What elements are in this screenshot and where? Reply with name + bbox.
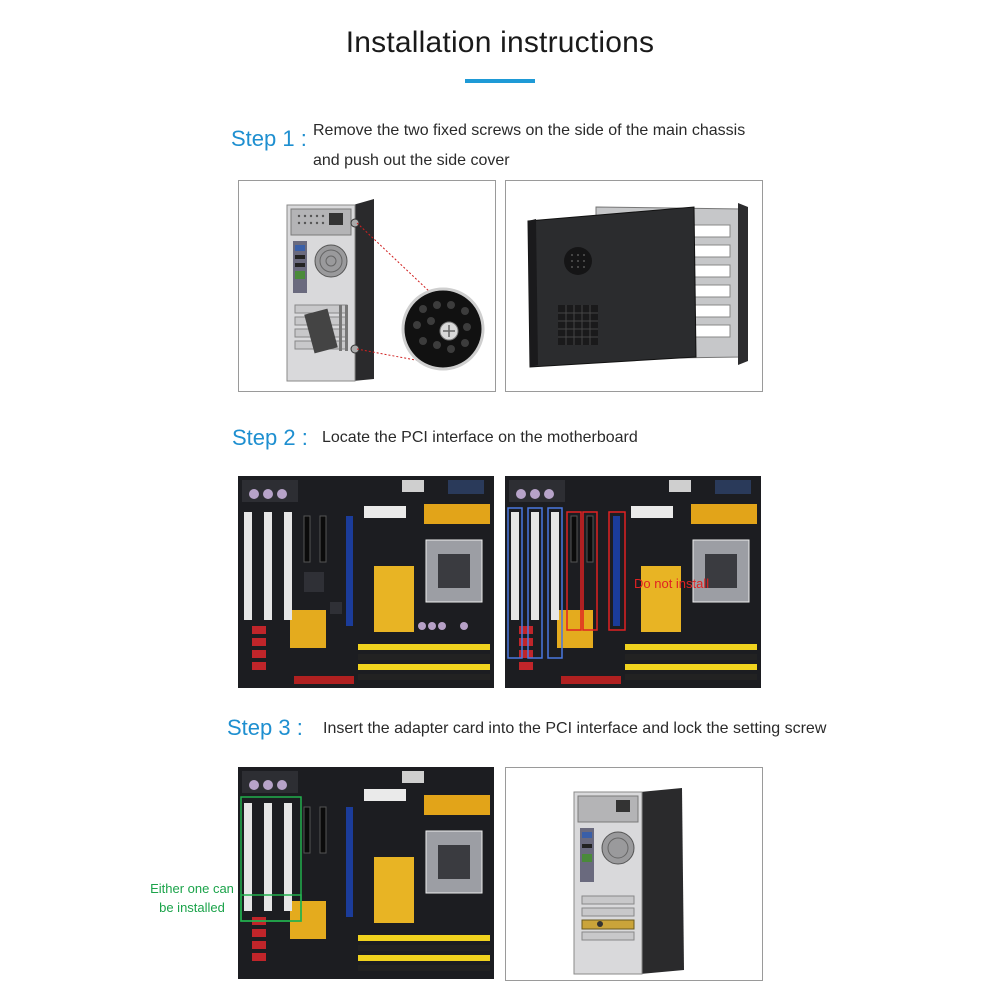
step-2-image-motherboard-marked (505, 476, 761, 688)
step-1-text-line-2: and push out the side cover (313, 152, 510, 169)
page-title: Installation instructions (345, 26, 655, 59)
step-1-text-line-1: Remove the two fixed screws on the side … (313, 122, 746, 139)
step-3-label: Step 3 : (227, 715, 303, 740)
title-underline (465, 79, 535, 83)
step-1-image-chassis-rear (238, 180, 496, 392)
either-one-annotation-line-2: be installed (159, 900, 225, 915)
step-1-label: Step 1 : (231, 126, 307, 151)
either-one-annotation: Either one can be installed (146, 879, 238, 917)
step-3-image-motherboard-adapter (238, 767, 494, 979)
step-1-image-side-cover-removed (505, 180, 763, 392)
step-3-image-chassis-with-card (505, 767, 763, 981)
step-2-label: Step 2 : (232, 425, 308, 450)
step-2-text-line-1: Locate the PCI interface on the motherbo… (322, 429, 638, 446)
do-not-install-annotation: Do not install (634, 576, 710, 591)
step-3-text-line-1: Insert the adapter card into the PCI int… (323, 720, 827, 737)
either-one-annotation-line-1: Either one can (150, 881, 234, 896)
step-2-image-motherboard (238, 476, 494, 688)
